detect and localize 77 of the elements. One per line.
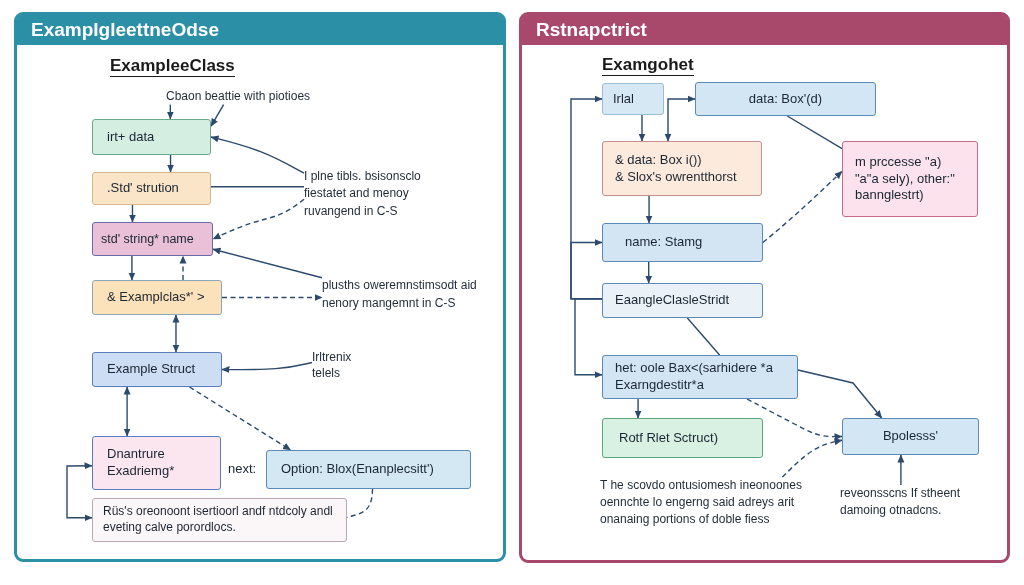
node-text: & Slox's owrentthorst <box>615 168 738 186</box>
panel-card <box>14 12 506 562</box>
class-box <box>602 83 664 115</box>
class-box <box>92 352 222 387</box>
dashed-arrow <box>212 198 305 240</box>
connector-line <box>686 317 721 356</box>
node-text: & Examplclas*' > <box>107 289 206 306</box>
class-box <box>92 222 213 256</box>
arrow <box>210 103 225 127</box>
arrow <box>897 454 905 486</box>
node-text: Rüs's oreonoont isertioorl andf ntdcoly andl eveting calve porordlocs. <box>103 504 334 536</box>
node-text: Irlal <box>613 90 635 108</box>
class-box <box>695 82 876 116</box>
annotation-text: Irltrenix telels <box>312 350 374 382</box>
node-text: Rotf Rlet Sctruct) <box>619 429 719 447</box>
node-text: Option: Blox(Enanplecsitt') <box>281 461 435 478</box>
node-text: data: Box'(d) <box>747 90 824 108</box>
class-box <box>602 418 763 458</box>
arrow <box>638 114 646 142</box>
node-text: std' string* name <box>101 230 195 248</box>
class-box <box>842 141 978 217</box>
class-box <box>92 498 347 542</box>
class-box <box>602 355 798 399</box>
dashed-arrow <box>762 170 843 244</box>
annotation-text: reveonsscns If stheent damoing otnadcns. <box>840 485 985 519</box>
class-box <box>602 283 763 318</box>
class-box <box>602 141 762 196</box>
arrow <box>128 255 136 281</box>
section-heading: Examgohet <box>602 55 694 76</box>
arrow <box>166 103 174 120</box>
field-label: next: <box>228 461 257 476</box>
node-text: EaangleClasleStridt <box>615 292 731 309</box>
annotation-text: T he scovdo ontusiomesh ineonoones oennchte lo engerng said adreys arit onanaing portions of doble fiess <box>600 477 828 528</box>
arrow <box>210 135 305 174</box>
annotation-text: I plne tibls. bsisonsclo fiestatet and menoy ruvangend in C-S <box>304 168 466 221</box>
arrow <box>645 261 653 284</box>
arrow <box>128 204 136 223</box>
class-box <box>92 280 222 315</box>
connector-line <box>786 115 843 150</box>
class-box <box>92 436 221 490</box>
node-text: Bpolesss' <box>881 428 940 445</box>
node-text: het: oole Bax<(sarhidere *a Exarngdestitr*a <box>615 360 774 394</box>
section-heading: ExampleeClass <box>110 56 235 77</box>
class-box <box>602 223 763 262</box>
annotation-text: Cbaon beattie with piotioes <box>166 89 311 105</box>
class-box <box>266 450 471 489</box>
arrow <box>212 247 323 279</box>
panel-card <box>519 12 1010 563</box>
node-text: m prccesse "a) "a"a sely), other:" bannglestrt) <box>855 153 956 205</box>
dashed-arrow <box>179 255 187 281</box>
dashed-arrow <box>781 438 843 478</box>
arrow <box>221 361 313 374</box>
panel-header: ExampIgleettneOdse <box>17 15 503 45</box>
panel-header: Rstnapctrict <box>522 15 1007 45</box>
dashed-arrow <box>188 386 292 451</box>
node-text: Example Struct <box>107 361 197 378</box>
arrow <box>570 239 603 300</box>
class-box <box>842 418 979 455</box>
node-text: .Std' strution <box>107 180 180 197</box>
node-text: Dnantrure Exadriemg* <box>107 446 176 480</box>
node-text: & data: Box i()) <box>615 151 703 169</box>
arrow <box>664 95 696 142</box>
arrow <box>574 298 603 379</box>
arrow <box>123 386 131 437</box>
dashed-arrow <box>221 294 323 301</box>
arrow <box>797 369 883 419</box>
node-text: irt+ data <box>107 128 156 146</box>
annotation-text: plusths oweremnstimsodt aid nenory mangemnt in C-S <box>322 276 492 312</box>
node-text: name: Stamg <box>625 234 704 251</box>
class-box <box>92 119 211 155</box>
arrow <box>167 154 175 173</box>
class-box <box>92 172 211 205</box>
arrow <box>645 195 653 224</box>
arrow <box>66 462 93 522</box>
connector-line <box>210 186 305 188</box>
arrow <box>172 314 180 353</box>
arrow <box>634 398 642 419</box>
